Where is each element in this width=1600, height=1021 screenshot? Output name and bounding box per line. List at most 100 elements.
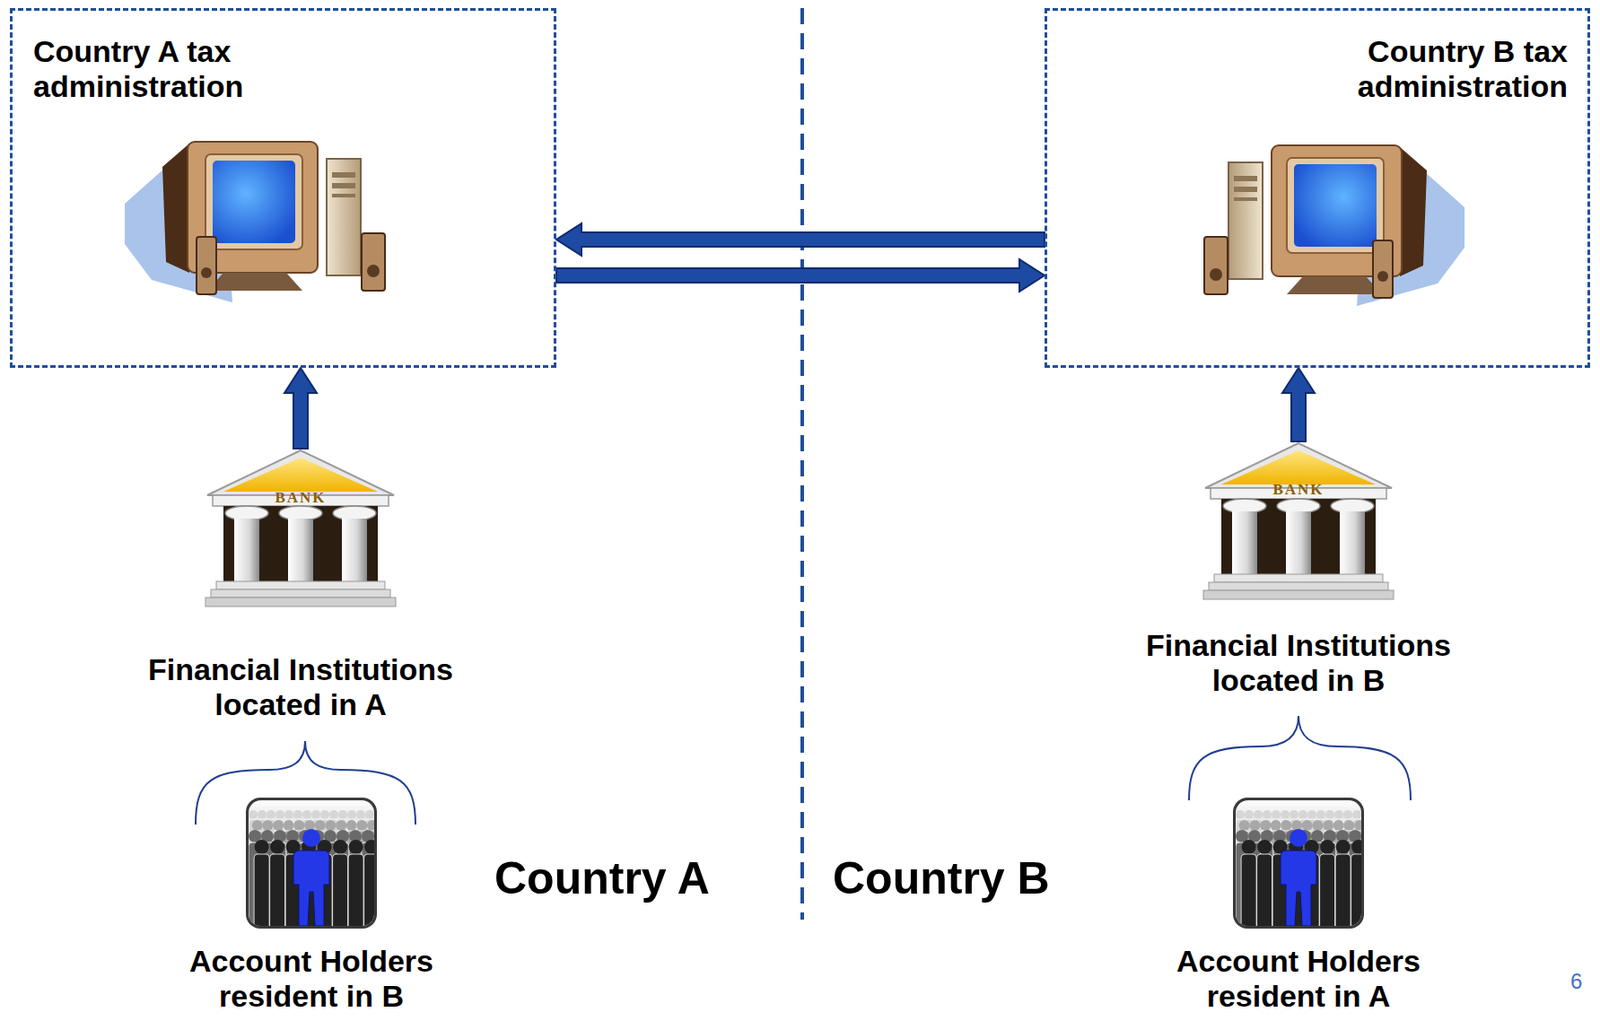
icon-part [364, 854, 375, 927]
icon-part [1286, 276, 1382, 295]
icon-part [1276, 498, 1321, 514]
icon-part [1244, 810, 1254, 820]
icon-part [1214, 574, 1383, 583]
icon-part [1320, 854, 1336, 927]
icon-part [212, 160, 296, 244]
icon-part [1330, 498, 1374, 514]
icon-part [1298, 810, 1308, 820]
icon-part [257, 810, 267, 820]
icon-part [1186, 139, 1465, 311]
icon-part [1311, 820, 1323, 831]
icon-part [1249, 820, 1260, 831]
icon-part [332, 172, 356, 178]
icon-part [1208, 582, 1389, 591]
bank-sign: BANK [274, 489, 326, 508]
icon-part [1233, 175, 1258, 182]
icon-part [324, 820, 336, 831]
icon-part [311, 810, 321, 820]
icon-part [1235, 810, 1245, 820]
icon-part [1280, 810, 1290, 820]
icon-part [207, 272, 303, 291]
icon-part [254, 839, 270, 855]
icon-part [1241, 854, 1257, 927]
bank-icon [203, 448, 398, 618]
icon-part [1377, 271, 1389, 282]
icon-part [1271, 810, 1281, 820]
icon-part [1239, 820, 1251, 831]
icon-part [248, 810, 375, 927]
icon-part [314, 820, 326, 831]
icon-part [1320, 839, 1335, 855]
flow-arrow [556, 259, 1045, 292]
icon-part [293, 820, 305, 831]
flow-arrow [284, 367, 317, 449]
bank-sign: BANK [1272, 480, 1324, 499]
icon-part [1322, 820, 1334, 831]
icon-part [332, 506, 376, 521]
icon-part [1235, 810, 1362, 927]
icon-part [302, 810, 312, 820]
icon-part [1280, 850, 1317, 927]
node-caption: Account Holders resident in B [136, 944, 487, 1015]
icon-part [356, 820, 368, 831]
people-icon [243, 795, 380, 936]
icon-part [1223, 498, 1267, 514]
people-icon [1230, 795, 1367, 936]
icon-part [207, 450, 394, 496]
icon-part [234, 518, 260, 582]
icon-node: Financial Institutions located in B [1119, 441, 1478, 701]
country-label: Country A [494, 852, 710, 905]
icon-part [1307, 810, 1317, 820]
icon-part [1221, 450, 1376, 485]
icon-part [205, 154, 303, 250]
icon-part [338, 810, 348, 820]
icon-part [1257, 839, 1272, 855]
icon-part [1203, 590, 1394, 600]
icon-part [243, 795, 380, 932]
icon-part [346, 820, 358, 831]
icon-part [1230, 795, 1367, 932]
region-title: Country A tax administration [33, 34, 294, 105]
icon-part [223, 457, 378, 492]
icon-part [364, 839, 375, 855]
icon-part [347, 810, 357, 820]
icon-part [1343, 820, 1355, 831]
icon-part [1259, 820, 1271, 831]
icon-part [320, 810, 330, 820]
page-number: 6 [1570, 969, 1583, 995]
icon-part [1289, 810, 1299, 820]
icon-part [203, 448, 398, 614]
icon-part [367, 820, 375, 831]
icon-part [124, 136, 403, 307]
icon-part [329, 810, 339, 820]
icon-part [1204, 145, 1465, 307]
icon-part [1333, 820, 1345, 831]
icon-part [332, 183, 356, 189]
icon-part [1204, 236, 1228, 295]
icon-part [1280, 820, 1292, 831]
icon-part [1262, 810, 1272, 820]
icon-part [1228, 162, 1263, 280]
icon-part [326, 158, 361, 276]
icon-part [1354, 820, 1362, 831]
icon-part [1209, 268, 1223, 281]
icon-part [1352, 810, 1362, 820]
icon-part [1399, 147, 1427, 277]
bank-icon [1201, 441, 1396, 611]
bracket [195, 741, 416, 825]
icon-part [356, 810, 366, 820]
icon-part [196, 236, 217, 295]
icon-part [1221, 498, 1376, 575]
icon-part [293, 850, 330, 927]
icon-part [332, 854, 349, 927]
icon-part [272, 820, 284, 831]
icon-part [223, 506, 378, 582]
icon-part [1241, 839, 1257, 855]
icon-part [1286, 157, 1384, 254]
node-caption: Financial Institutions located in B [1123, 628, 1474, 699]
icon-part [216, 581, 385, 590]
computer-icon [1186, 139, 1465, 315]
region-box: Country A tax administration [9, 8, 557, 368]
icon-part [266, 810, 276, 820]
border-line [800, 8, 805, 920]
